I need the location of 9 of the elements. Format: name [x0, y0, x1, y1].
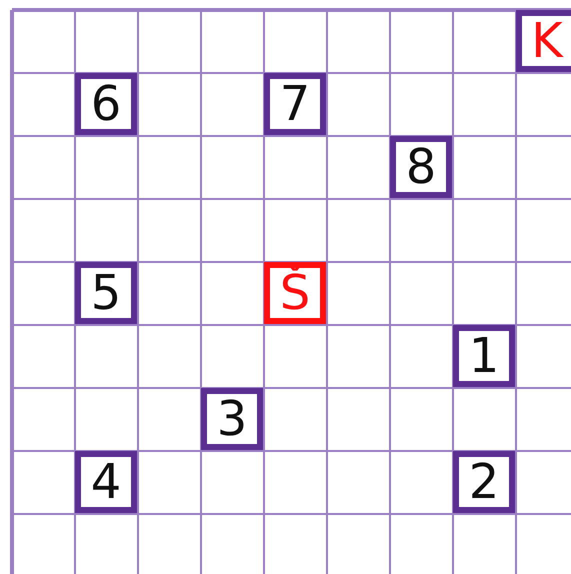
cell-marker: K	[516, 10, 571, 72]
cell-marker: 5	[75, 262, 137, 324]
cell-marker: 1	[453, 325, 515, 387]
cell-marker: 7	[264, 73, 326, 135]
cell-marker: 4	[75, 451, 137, 513]
cell-marker: 3	[201, 388, 263, 450]
cell-marker: 8	[390, 136, 452, 198]
cell-marker: 2	[453, 451, 515, 513]
cell-marker: 6	[75, 73, 137, 135]
